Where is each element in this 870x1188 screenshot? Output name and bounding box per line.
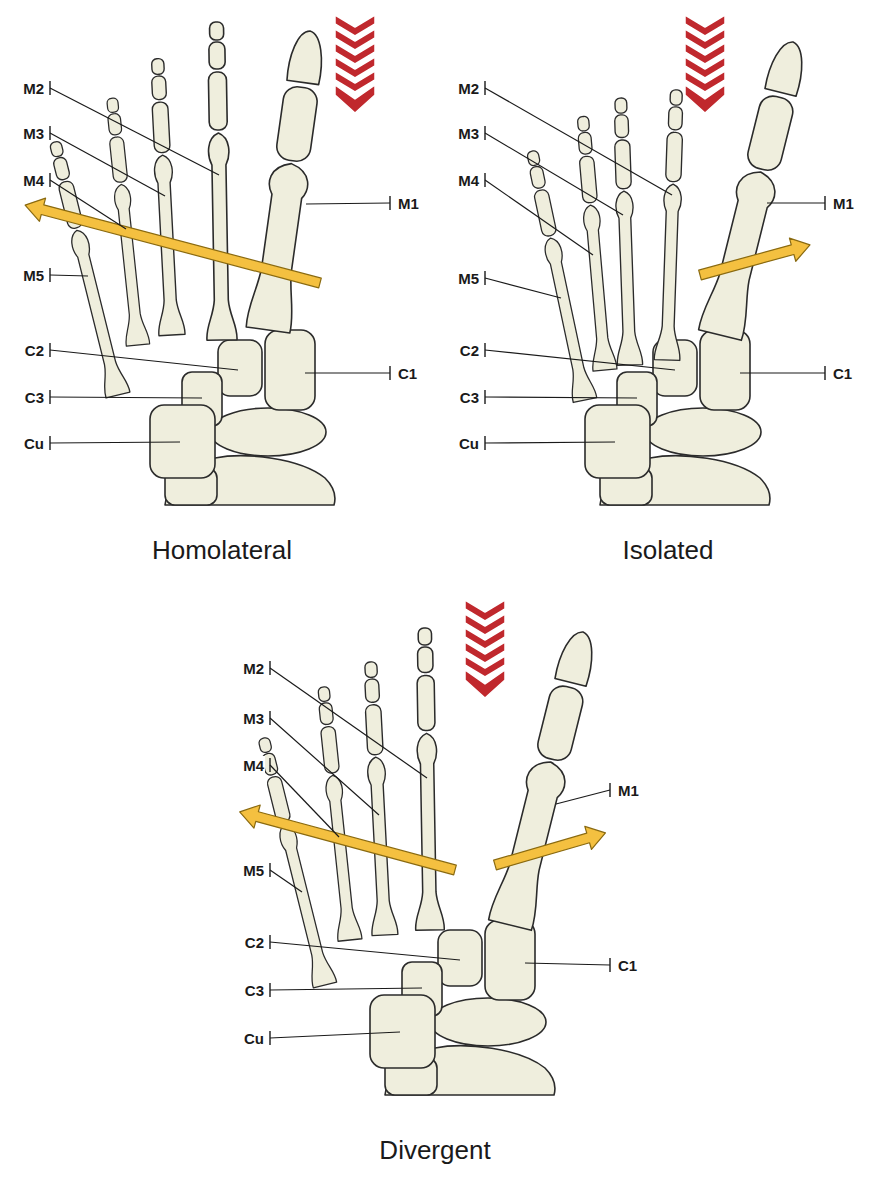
- leader-line: [50, 350, 238, 370]
- leader-line: [270, 1032, 400, 1038]
- leader-line: [50, 397, 202, 398]
- leader-line: [305, 372, 390, 373]
- leader-line: [50, 88, 219, 175]
- bone-label: M1: [617, 781, 640, 800]
- bone-label: M4: [22, 171, 45, 190]
- leader-tick: [269, 1031, 270, 1045]
- leader-line: [270, 718, 379, 815]
- leader-line: [556, 790, 610, 804]
- leader-line: [50, 275, 88, 276]
- bone-label: M3: [22, 124, 45, 143]
- bone-label: M2: [22, 79, 45, 98]
- panel-caption: Homolateral: [149, 533, 295, 568]
- leader-tick: [269, 983, 270, 997]
- bone-label: C1: [617, 956, 638, 975]
- leader-line: [740, 372, 825, 373]
- panel-caption: Divergent: [376, 1133, 493, 1168]
- leader-line: [485, 350, 675, 370]
- leader-line: [485, 180, 593, 255]
- leader-tick: [49, 81, 50, 95]
- leader-line: [270, 870, 302, 892]
- leader-tick: [484, 173, 485, 187]
- leader-tick: [49, 390, 50, 404]
- leader-tick: [269, 935, 270, 949]
- bone-label: C2: [24, 341, 45, 360]
- bone-label: C2: [244, 933, 265, 952]
- leader-line: [525, 963, 610, 965]
- bone-label: M1: [832, 194, 855, 213]
- leader-line: [50, 442, 180, 443]
- bone-label: M3: [457, 124, 480, 143]
- leader-tick: [609, 958, 610, 972]
- leader-tick: [824, 196, 825, 210]
- leader-tick: [484, 343, 485, 357]
- leader-line: [485, 88, 672, 195]
- leader-line: [485, 133, 623, 215]
- leader-tick: [49, 126, 50, 140]
- leader-line: [306, 203, 390, 204]
- leader-line: [270, 765, 339, 837]
- leader-tick: [609, 783, 610, 797]
- leader-tick: [389, 196, 390, 210]
- leader-tick: [49, 268, 50, 282]
- leader-tick: [824, 366, 825, 380]
- bone-label: C3: [244, 981, 265, 1000]
- leader-tick: [269, 863, 270, 877]
- leader-tick: [49, 343, 50, 357]
- leader-tick: [49, 436, 50, 450]
- leader-line: [50, 133, 165, 196]
- leader-tick: [484, 81, 485, 95]
- bone-label: Cu: [458, 434, 480, 453]
- leader-tick: [484, 390, 485, 404]
- bone-label: M4: [242, 756, 265, 775]
- leader-tick: [49, 173, 50, 187]
- bone-label: M2: [457, 79, 480, 98]
- bone-label: C1: [397, 364, 418, 383]
- leader-tick: [269, 758, 270, 772]
- bone-label: Cu: [23, 434, 45, 453]
- bone-label: M1: [397, 194, 420, 213]
- leader-tick: [484, 436, 485, 450]
- leader-line: [270, 942, 460, 960]
- bone-label: C3: [24, 388, 45, 407]
- bone-label: C1: [832, 364, 853, 383]
- leader-line: [485, 442, 615, 443]
- leader-tick: [269, 711, 270, 725]
- leader-line: [485, 397, 637, 398]
- leader-tick: [484, 271, 485, 285]
- panel-caption: Isolated: [619, 533, 716, 568]
- leader-tick: [389, 366, 390, 380]
- leader-line: [50, 180, 126, 229]
- leader-line: [485, 278, 561, 298]
- bone-label: M5: [242, 861, 265, 880]
- bone-label: M5: [457, 269, 480, 288]
- leader-tick: [484, 126, 485, 140]
- leader-tick: [269, 661, 270, 675]
- bone-label: M5: [22, 266, 45, 285]
- leader-line: [767, 202, 825, 203]
- bone-label: M3: [242, 709, 265, 728]
- leader-line: [270, 988, 422, 990]
- bone-label: M2: [242, 659, 265, 678]
- bone-label: Cu: [243, 1029, 265, 1048]
- leader-line: [270, 668, 427, 778]
- bone-label: M4: [457, 171, 480, 190]
- bone-label: C2: [459, 341, 480, 360]
- bone-label: C3: [459, 388, 480, 407]
